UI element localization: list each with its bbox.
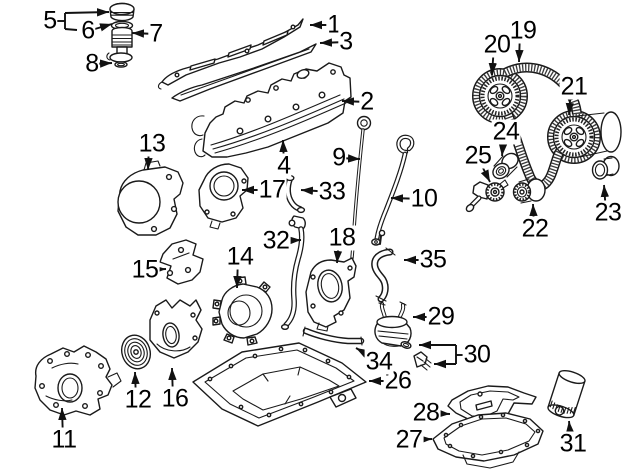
callout-label-19: 19 [508, 16, 538, 45]
callout-label-23: 23 [593, 198, 623, 227]
callout-arrow [64, 8, 110, 17]
callout-label-16: 16 [160, 384, 190, 413]
callout-label-14: 14 [225, 242, 255, 271]
callout-label-22: 22 [520, 214, 550, 243]
part-union-and-valve-30 [400, 341, 432, 371]
callout-label-9: 9 [331, 143, 347, 172]
callout-label-32: 32 [261, 226, 291, 255]
callout-label-17: 17 [257, 175, 287, 204]
part-oil-hose-34 [302, 326, 365, 346]
callout-label-11: 11 [50, 425, 78, 454]
callout-label-29: 29 [426, 302, 456, 331]
part-pump-housing-14 [212, 276, 273, 346]
callout-label-5: 5 [42, 6, 58, 35]
part-front-cover-11 [34, 345, 122, 416]
part-dipstick-tube-10 [371, 134, 415, 246]
callout-label-15: 15 [130, 255, 160, 284]
part-oil-pan-lower-27 [432, 412, 544, 469]
parts-artwork [34, 2, 622, 469]
part-timing-cover-16 [149, 299, 203, 359]
callout-label-33: 33 [317, 177, 347, 206]
part-idler-pulley-24 [492, 152, 519, 180]
part-belt-tensioner-25 [465, 179, 509, 213]
callout-label-34: 34 [364, 347, 394, 376]
callout-label-31: 31 [558, 429, 588, 458]
callout-label-8: 8 [84, 49, 100, 78]
callout-label-3: 3 [338, 27, 354, 56]
part-valve-cover [191, 62, 352, 158]
callout-label-10: 10 [409, 184, 439, 213]
part-baffle-plate-28 [447, 385, 537, 422]
part-oil-cooler-29 [374, 301, 412, 347]
callout-label-30: 30 [462, 340, 492, 369]
callout-label-12: 12 [123, 385, 153, 414]
part-bushing-23 [591, 155, 620, 180]
part-bypass-hose-35 [371, 247, 396, 303]
part-oil-filter-31 [547, 370, 586, 419]
callout-label-35: 35 [418, 245, 448, 274]
callout-label-24: 24 [491, 117, 521, 146]
part-oil-pan-upper-26 [192, 342, 367, 427]
part-timing-cover-18 [305, 257, 357, 332]
part-timing-cover-13 [117, 160, 184, 236]
callout-label-13: 13 [137, 129, 167, 158]
callout-label-20: 20 [482, 30, 512, 59]
part-crank-pulley-12 [120, 334, 152, 370]
callout-label-6: 6 [80, 16, 96, 45]
part-idler-pulley-22 [512, 178, 546, 204]
part-bolt-small [378, 229, 386, 245]
part-bypass-pipe-32 [280, 215, 306, 331]
part-valve-cover-gasket-upper [157, 18, 304, 90]
callout-label-27: 27 [394, 425, 424, 454]
part-elbow-hose-33 [284, 174, 306, 214]
part-timing-belt-19 [472, 62, 601, 191]
callout-line [64, 28, 78, 31]
part-oil-filler-cap-and-tube [106, 2, 135, 68]
part-cam-pulley-21 [552, 111, 622, 159]
part-timing-cover-17 [198, 163, 249, 230]
part-cam-pulley-20 [478, 74, 522, 118]
callout-label-4: 4 [276, 151, 292, 180]
callout-label-18: 18 [327, 223, 357, 252]
part-valve-cover-gasket-lower [171, 43, 317, 102]
callout-label-21: 21 [559, 72, 589, 101]
callout-label-28: 28 [411, 398, 441, 427]
callout-label-25: 25 [463, 141, 493, 170]
callout-label-7: 7 [148, 19, 164, 48]
callout-label-2: 2 [359, 87, 375, 116]
part-bracket-15 [159, 239, 204, 285]
callout-label-1: 1 [326, 10, 342, 39]
